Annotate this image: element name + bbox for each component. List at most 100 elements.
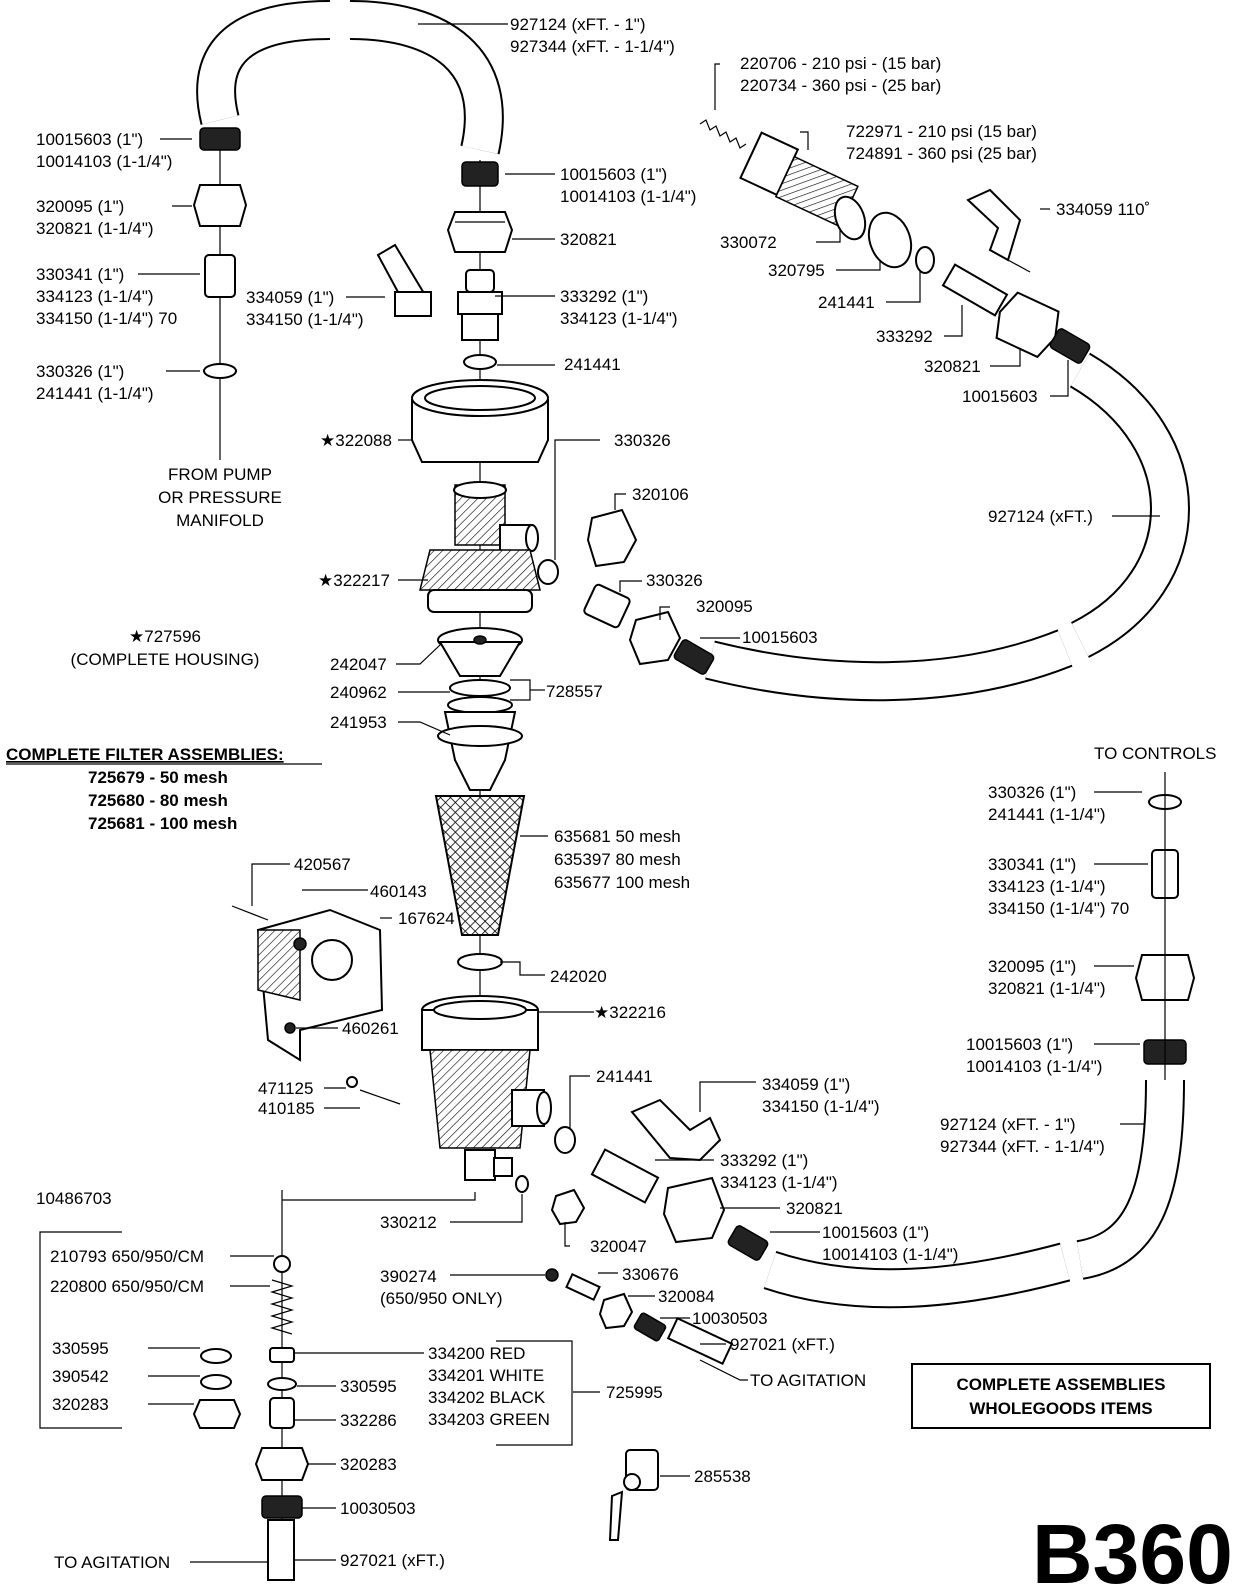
nut-320283-r bbox=[254, 1447, 310, 1481]
label-hose-low-right: 927124 (xFT. - 1")927344 (xFT. - 1-1/4") bbox=[940, 1115, 1105, 1156]
label-330326-mid: 330326 bbox=[614, 431, 671, 450]
hose-lower-right bbox=[763, 1079, 1185, 1309]
oring-241441-right bbox=[915, 246, 935, 274]
label-320795: 320795 bbox=[768, 261, 825, 280]
label-320095-b: 320095 bbox=[696, 597, 753, 616]
oring-330595-l bbox=[200, 1348, 232, 1364]
ball-210793 bbox=[273, 1255, 291, 1273]
adapter-low bbox=[590, 1148, 660, 1204]
nut-320084 bbox=[598, 1292, 634, 1330]
washer-471125 bbox=[346, 1076, 358, 1088]
label-ctrl-adapter: 330341 (1")334123 (1-1/4")334150 (1-1/4"… bbox=[988, 855, 1129, 918]
nut-320283-l bbox=[192, 1399, 242, 1429]
label-adapter-left-top: 330341 (1")334123 (1-1/4")334150 (1-1/4"… bbox=[36, 265, 177, 328]
label-hose-top: 927124 (xFT. - 1")927344 (xFT. - 1-1/4") bbox=[510, 15, 675, 56]
label-320821-low: 320821 bbox=[786, 1199, 843, 1218]
oring-390542 bbox=[200, 1374, 232, 1390]
oring-390274 bbox=[545, 1268, 559, 1282]
label-410185: 410185 bbox=[258, 1099, 315, 1118]
screen-cone bbox=[434, 795, 526, 936]
label-hose-right-mid: 927124 (xFT.) bbox=[988, 507, 1093, 526]
nut-left-top bbox=[192, 184, 248, 227]
label-spring-top: 220706 - 210 psi - (15 bar)220734 - 360 … bbox=[740, 54, 941, 95]
orifice-disc bbox=[269, 1347, 295, 1363]
label-330595-r: 330595 bbox=[340, 1377, 397, 1396]
label-valve-body: 722971 - 210 psi (15 bar)724891 - 360 ps… bbox=[846, 122, 1037, 163]
hose-agitation-right bbox=[666, 1317, 734, 1365]
nut-center-top bbox=[446, 211, 514, 253]
nut-320095-b bbox=[628, 610, 682, 666]
label-241953: 241953 bbox=[330, 713, 387, 732]
label-320106: 320106 bbox=[632, 485, 689, 504]
label-241441-right: 241441 bbox=[818, 293, 875, 312]
label-320047: 320047 bbox=[590, 1237, 647, 1256]
cap-320106 bbox=[586, 508, 638, 568]
label-460143: 460143 bbox=[370, 882, 427, 901]
clamp-10015603-right bbox=[1049, 328, 1091, 364]
label-330212: 330212 bbox=[380, 1213, 437, 1232]
nut-320795 bbox=[867, 211, 913, 269]
label-elbow-center-top: 334059 (1")334150 (1-1/4") bbox=[246, 288, 364, 329]
label-to-controls: TO CONTROLS bbox=[1094, 744, 1216, 763]
label-10486703: 10486703 bbox=[36, 1189, 112, 1208]
nut-320821-low bbox=[662, 1176, 726, 1244]
label-728557: 728557 bbox=[546, 682, 603, 701]
label-285538: 285538 bbox=[694, 1467, 751, 1486]
adapter-center-top bbox=[457, 269, 503, 341]
elbow-low bbox=[630, 1098, 722, 1162]
clamp-center-top bbox=[461, 161, 499, 187]
label-nut-left-top: 320095 (1")320821 (1-1/4") bbox=[36, 197, 154, 238]
clamp-10030503-b bbox=[261, 1495, 303, 1519]
head-322217 bbox=[419, 481, 541, 613]
nut-460143 bbox=[293, 937, 307, 951]
oring-strainer bbox=[437, 725, 523, 747]
label-332286: 332286 bbox=[340, 1411, 397, 1430]
label-ctrl-oring: 330326 (1")241441 (1-1/4") bbox=[988, 783, 1106, 824]
label-320821-right: 320821 bbox=[924, 357, 981, 376]
adapter-left-top bbox=[204, 254, 236, 298]
hose-right-loop bbox=[705, 352, 1190, 702]
label-330595-l: 330595 bbox=[52, 1339, 109, 1358]
bolt-420567 bbox=[231, 905, 269, 921]
oring-center-top bbox=[463, 354, 497, 370]
label-390274: 390274(650/950 ONLY) bbox=[380, 1267, 503, 1308]
label-10015603-b: 10015603 bbox=[742, 628, 818, 647]
label-ctrl-clamp: 10015603 (1")10014103 (1-1/4") bbox=[966, 1035, 1102, 1076]
label-clamp-low: 10015603 (1")10014103 (1-1/4") bbox=[822, 1223, 958, 1264]
oring-330326-mid bbox=[537, 559, 559, 585]
nut-320821-right bbox=[995, 291, 1060, 359]
label-elbow-110: 334059 110˚ bbox=[1056, 200, 1150, 219]
label-adapter-low: 333292 (1")334123 (1-1/4") bbox=[720, 1151, 838, 1192]
label-320283-r: 320283 bbox=[340, 1455, 397, 1474]
ring-322088 bbox=[411, 379, 549, 463]
label-322088: ★322088 bbox=[320, 431, 392, 450]
label-nut-center-top: 320821 bbox=[560, 230, 617, 249]
label-460261: 460261 bbox=[342, 1019, 399, 1038]
label-390542: 390542 bbox=[52, 1367, 109, 1386]
label-420567: 420567 bbox=[294, 855, 351, 874]
oring-330212 bbox=[515, 1175, 529, 1193]
oring-left-top bbox=[203, 363, 237, 379]
spring-top bbox=[699, 119, 747, 149]
oring-240962 bbox=[449, 679, 511, 697]
label-10030503-r: 10030503 bbox=[692, 1309, 768, 1328]
oring-241953 bbox=[447, 696, 513, 714]
adapter-333292-right bbox=[941, 263, 1009, 317]
label-10030503-b: 10030503 bbox=[340, 1499, 416, 1518]
nut-460261 bbox=[284, 1022, 296, 1034]
label-220800: 220800 650/950/CM bbox=[50, 1277, 204, 1296]
label-complete-housing: ★727596(COMPLETE HOUSING) bbox=[71, 627, 260, 669]
label-725995: 725995 bbox=[606, 1383, 663, 1402]
label-210793: 210793 650/950/CM bbox=[50, 1247, 204, 1266]
filter-assemblies-title: COMPLETE FILTER ASSEMBLIES: bbox=[6, 745, 284, 764]
clamp-10015603-b bbox=[673, 639, 715, 675]
label-333292-right: 333292 bbox=[876, 327, 933, 346]
oring-330595-r bbox=[267, 1377, 297, 1391]
body-332286 bbox=[269, 1397, 295, 1429]
label-167624: 167624 bbox=[398, 909, 455, 928]
